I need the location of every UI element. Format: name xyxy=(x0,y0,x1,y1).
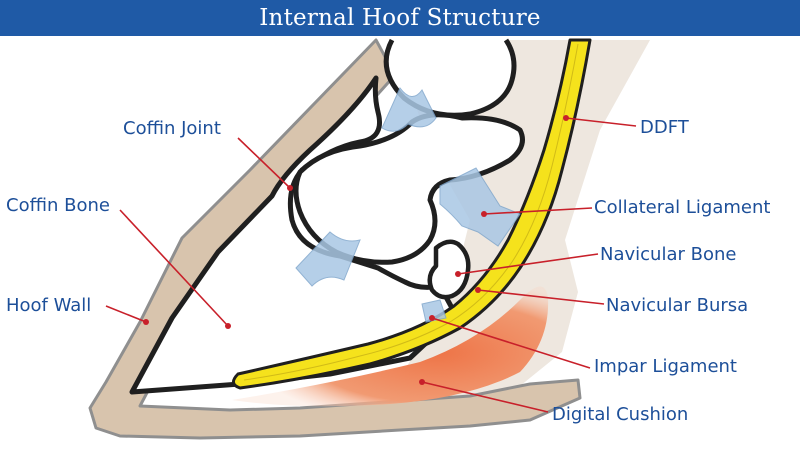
label-coffin-bone: Coffin Bone xyxy=(6,195,110,216)
label-digital-cushion: Digital Cushion xyxy=(552,404,688,425)
dot-digital-cushion xyxy=(419,379,425,385)
navicular-bone-shape xyxy=(427,239,471,300)
leader-coffin-bone xyxy=(119,209,229,327)
ddft-fiber-lines xyxy=(243,43,579,381)
title-bar: Internal Hoof Structure xyxy=(0,0,800,36)
dot-coffin-joint xyxy=(287,185,293,191)
leader-navicular-bone xyxy=(457,253,599,275)
label-impar-ligament: Impar Ligament xyxy=(594,356,737,377)
leader-impar-ligament xyxy=(431,317,591,369)
label-hoof-wall: Hoof Wall xyxy=(6,295,91,316)
dot-collateral-ligament xyxy=(481,211,487,217)
diagram-title: Internal Hoof Structure xyxy=(259,5,541,31)
leader-collateral-ligament xyxy=(483,207,593,215)
leader-coffin-joint xyxy=(237,137,291,189)
ligament-coffin-joint xyxy=(295,231,361,287)
ligament-upper xyxy=(381,87,437,132)
label-ddft: DDFT xyxy=(640,117,690,138)
dot-impar-ligament xyxy=(429,315,435,321)
dot-hoof-wall xyxy=(143,319,149,325)
label-navicular-bursa: Navicular Bursa xyxy=(606,295,748,316)
dot-ddft xyxy=(563,115,569,121)
collateral-ligament-shape xyxy=(439,167,521,247)
leader-hoof-wall xyxy=(105,305,147,323)
digital-cushion-shape xyxy=(232,286,549,407)
label-collateral-ligament: Collateral Ligament xyxy=(594,197,770,218)
label-coffin-joint: Coffin Joint xyxy=(123,118,221,139)
dot-navicular-bursa xyxy=(475,287,481,293)
leader-digital-cushion xyxy=(421,381,549,413)
leader-navicular-bursa xyxy=(477,289,605,305)
label-navicular-bone: Navicular Bone xyxy=(600,244,736,265)
ddft-tendon xyxy=(232,38,592,390)
dot-navicular-bone xyxy=(455,271,461,277)
impar-ligament-shape xyxy=(421,299,447,323)
leader-lines xyxy=(105,115,637,413)
leader-ddft xyxy=(565,117,637,127)
dot-coffin-bone xyxy=(225,323,231,329)
